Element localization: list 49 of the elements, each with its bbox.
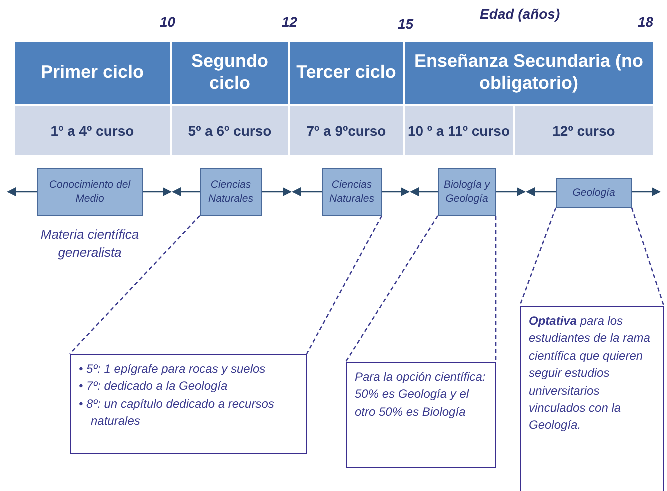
cycle-header: Enseñanza Secundaria (no obligatorio)	[405, 42, 655, 104]
cycle-header: Segundo ciclo	[172, 42, 290, 104]
leader-line	[495, 216, 497, 362]
subject-box	[37, 168, 143, 216]
leader-line	[306, 216, 383, 354]
arrow	[292, 187, 322, 197]
arrow	[496, 187, 526, 197]
subject-label: Ciencias Naturales	[328, 178, 376, 206]
leader-line	[345, 216, 439, 362]
arrow	[262, 187, 292, 197]
subject-label: Ciencias Naturales	[208, 178, 254, 206]
callout-text: Optativa para los estudiantes de la rama científica que quieren seguir estudios universitarios vinculados con la Geología.	[529, 313, 652, 434]
leader-line	[519, 208, 557, 306]
subject-label: Geología	[572, 186, 616, 200]
bullet-text: • 7º: dedicado a la Geología	[79, 378, 229, 396]
subject-box	[438, 168, 496, 216]
arrow	[382, 187, 410, 197]
leader-line	[70, 216, 200, 354]
arrow	[410, 187, 438, 197]
age-number: 18	[638, 14, 655, 30]
subject-label: Biología y Geología	[442, 178, 492, 206]
subject-box	[322, 168, 382, 216]
subject-box	[556, 178, 632, 208]
note-text: Materia científica generalista	[40, 226, 140, 262]
leader-line	[631, 208, 665, 306]
arrow	[143, 187, 172, 197]
arrow	[7, 187, 37, 197]
bullet-text: • 8º: un capítulo dedicado a recursos naturales	[79, 396, 276, 430]
age-number: 15	[398, 16, 415, 32]
callout-box	[520, 306, 664, 491]
axis-title: Edad (años)	[480, 6, 562, 22]
arrow	[172, 187, 200, 197]
course-range: 5º a 6º curso	[172, 106, 290, 155]
age-number: 10	[160, 14, 177, 30]
arrow	[632, 187, 661, 197]
callout-text: Para la opción científica: 50% es Geología y el otro 50% es Biología	[355, 369, 487, 421]
subject-label: Conocimiento del Medio	[48, 178, 132, 206]
subject-box	[200, 168, 262, 216]
course-range: 12º curso	[515, 106, 655, 155]
callout-box	[70, 354, 307, 454]
cycle-header: Primer ciclo	[15, 42, 172, 104]
course-range: 1º a 4º curso	[15, 106, 172, 155]
callout-box	[346, 362, 496, 468]
bullet-text: • 5º: 1 epígrafe para rocas y suelos	[79, 361, 267, 378]
age-number: 12	[282, 14, 299, 30]
course-range: 7º a 9ºcurso	[290, 106, 405, 155]
course-range: 10 º a 11º curso	[405, 106, 515, 155]
cycle-header: Tercer ciclo	[290, 42, 405, 104]
arrow	[526, 187, 556, 197]
